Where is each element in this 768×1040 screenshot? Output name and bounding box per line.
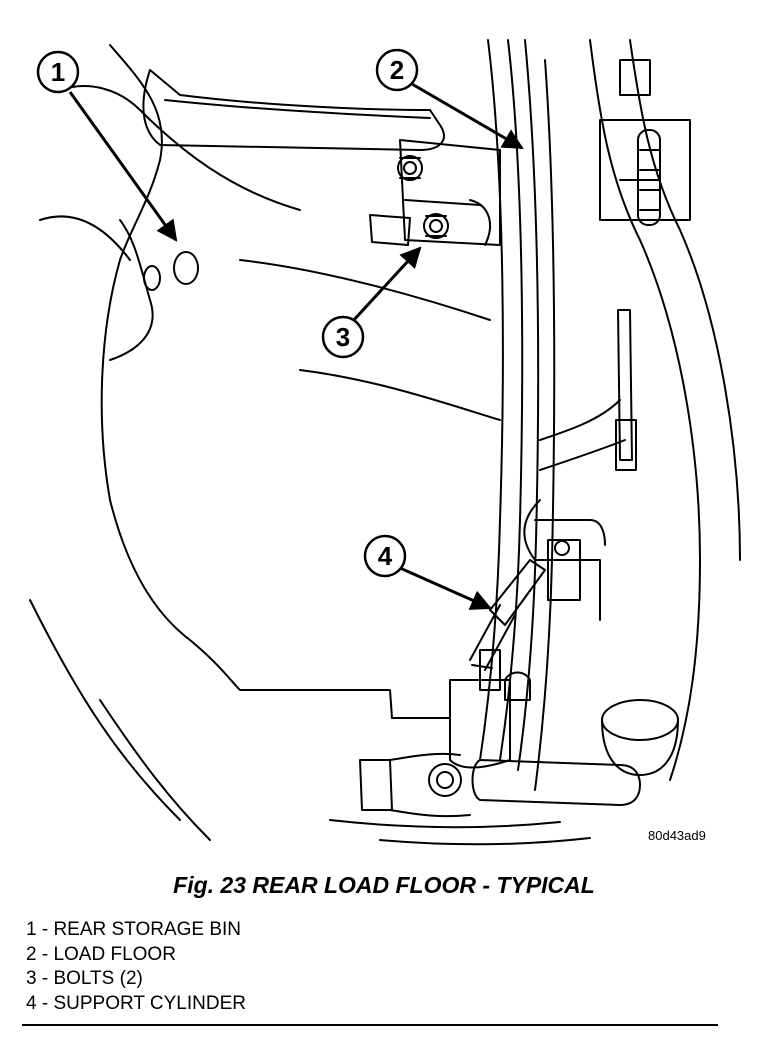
legend-item-bolts: 3 - BOLTS (2) — [26, 968, 143, 989]
legend-list: 1 - REAR STORAGE BIN 2 - LOAD FLOOR 3 - … — [26, 918, 246, 1016]
legend-item-load-floor: 2 - LOAD FLOOR — [26, 943, 176, 965]
hinge-bracket — [142, 69, 501, 246]
svg-text:4: 4 — [378, 541, 393, 571]
callout-4-leader — [399, 566, 492, 610]
bottom-divider — [22, 1024, 718, 1026]
rear-load-floor-diagram: 1 2 3 4 — [29, 39, 741, 846]
figure-reference-code: 80d43ad9 — [648, 828, 706, 843]
callout-3-leader — [350, 246, 422, 324]
figure-caption: Fig. 23 REAR LOAD FLOOR - TYPICAL — [173, 872, 595, 898]
svg-text:1: 1 — [51, 57, 65, 87]
callout-2-leader — [411, 82, 524, 150]
legend-item-support-cylinder: 4 - SUPPORT CYLINDER — [26, 992, 246, 1014]
callout-1-leader — [68, 91, 178, 242]
bolts — [397, 155, 449, 239]
load-floor-panel — [479, 39, 741, 791]
callout-1: 1 — [36, 50, 80, 94]
legend-item-rear-storage-bin: 1 - REAR STORAGE BIN — [26, 919, 242, 940]
callout-4: 4 — [363, 534, 407, 578]
callout-3: 3 — [321, 315, 365, 359]
rear-storage-bin — [29, 44, 501, 841]
svg-text:2: 2 — [390, 55, 404, 85]
svg-text:3: 3 — [336, 322, 350, 352]
callout-2: 2 — [375, 48, 419, 92]
support-cylinder — [469, 309, 637, 691]
lower-pivot-bracket — [329, 671, 679, 846]
